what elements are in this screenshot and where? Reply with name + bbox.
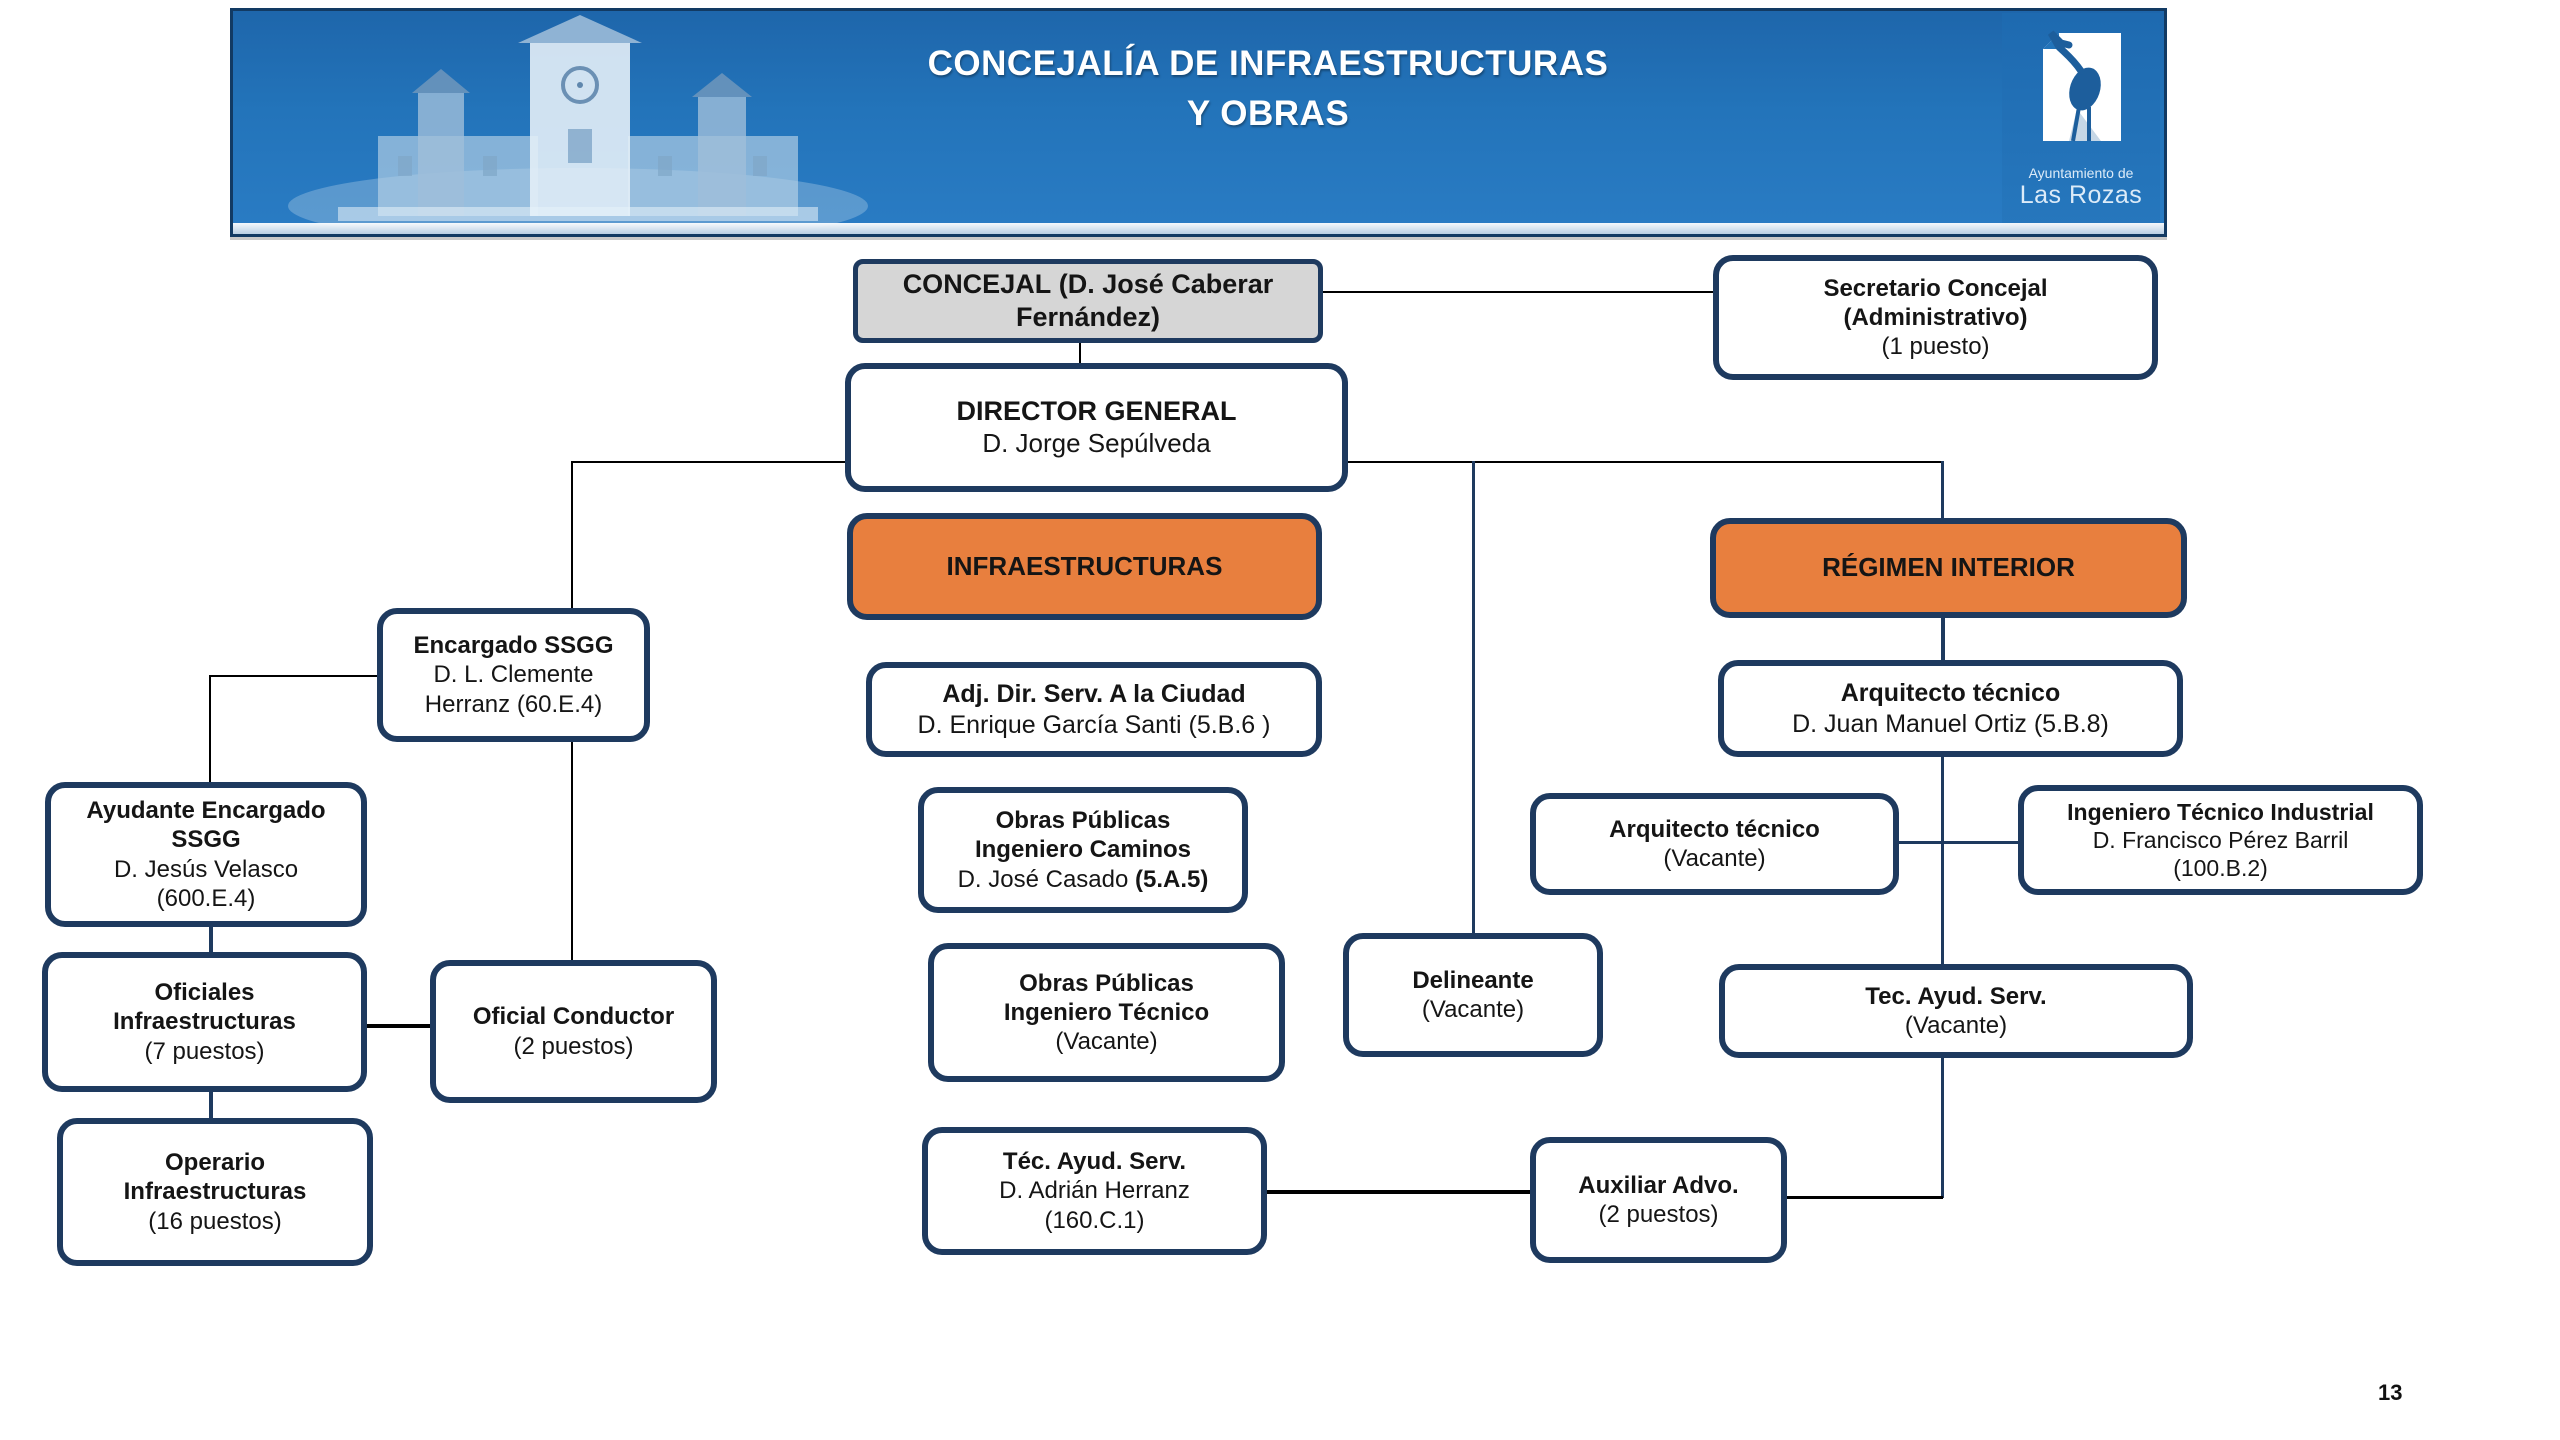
- banner-bottom-strip: [233, 223, 2164, 234]
- org-box-operario-infraestructuras: Operario Infraestructuras (16 puestos): [57, 1118, 373, 1266]
- connector-regimen-stub: [1941, 461, 1944, 518]
- connector-director-left: [571, 461, 845, 463]
- org-box-ingeniero-tecnico-industrial: Ingeniero Técnico Industrial D. Francisc…: [2018, 785, 2423, 895]
- box-text: D. José Casado (5.A.5): [957, 865, 1209, 893]
- connector-concejal-director: [1079, 343, 1081, 363]
- org-box-obras-publicas-caminos: Obras Públicas Ingeniero Caminos D. José…: [918, 787, 1248, 913]
- org-box-adj-dir-serv-ciudad: Adj. Dir. Serv. A la Ciudad D. Enrique G…: [866, 662, 1322, 757]
- org-box-tec-ayud-serv-herranz: Téc. Ayud. Serv. D. Adrián Herranz (160.…: [922, 1127, 1267, 1255]
- box-text: CONCEJAL (D. José Caberar Fernández): [902, 269, 1274, 332]
- connector-encargado-branch-h: [209, 675, 377, 677]
- org-box-ayudante-encargado-ssgg: Ayudante Encargado SSGG D. Jesús Velasco…: [45, 782, 367, 927]
- logo-caption: Ayuntamiento de Las Rozas: [2019, 165, 2143, 210]
- page-number: 13: [2378, 1380, 2403, 1405]
- org-box-auxiliar-advo: Auxiliar Advo. (2 puestos): [1530, 1137, 1787, 1263]
- connector-arquitecto-ingeniero: [1899, 841, 2018, 844]
- connector-herranz-auxiliar: [1267, 1190, 1530, 1194]
- connector-delineante-drop: [1472, 461, 1475, 933]
- org-box-oficiales-infraestructuras: Oficiales Infraestructuras (7 puestos): [42, 952, 367, 1092]
- org-box-concejal: CONCEJAL (D. José Caberar Fernández): [853, 259, 1323, 343]
- org-box-regimen-interior: RÉGIMEN INTERIOR: [1710, 518, 2187, 618]
- connector-oficiales-operario: [209, 1092, 213, 1118]
- connector-concejal-secretario: [1323, 291, 1713, 293]
- org-box-obras-publicas-tecnico: Obras Públicas Ingeniero Técnico (Vacant…: [928, 943, 1285, 1082]
- header-banner: CONCEJALÍA DE INFRAESTRUCTURAS Y OBRAS A…: [230, 8, 2167, 237]
- connector-regimen-ortiz: [1941, 618, 1945, 662]
- connector-ayudante-oficiales: [209, 927, 213, 952]
- org-box-delineante: Delineante (Vacante): [1343, 933, 1603, 1057]
- las-rozas-logo: Ayuntamiento de Las Rozas: [2002, 13, 2160, 225]
- org-box-tec-ayud-serv-vacante: Tec. Ayud. Serv. (Vacante): [1719, 964, 2193, 1058]
- townhall-image: [288, 15, 868, 234]
- org-box-infraestructuras: INFRAESTRUCTURAS: [847, 513, 1322, 620]
- org-box-arquitecto-tecnico-ortiz: Arquitecto técnico D. Juan Manuel Ortiz …: [1718, 660, 2183, 757]
- org-box-encargado-ssgg: Encargado SSGG D. L. Clemente Herranz (6…: [377, 608, 650, 742]
- org-box-secretario-concejal: Secretario Concejal (Administrativo) (1 …: [1713, 255, 2158, 380]
- stork-emblem-icon: [2043, 30, 2121, 142]
- org-box-director-general: DIRECTOR GENERAL D. Jorge Sepúlveda: [845, 363, 1348, 492]
- connector-auxiliar-spine: [1787, 1196, 1943, 1199]
- connector-oficiales-conductor: [367, 1024, 430, 1028]
- org-box-arquitecto-tecnico-vacante: Arquitecto técnico (Vacante): [1530, 793, 1899, 895]
- org-box-oficial-conductor: Oficial Conductor (2 puestos): [430, 960, 717, 1103]
- page-title: CONCEJALÍA DE INFRAESTRUCTURAS Y OBRAS: [927, 44, 1609, 133]
- connector-encargado-branch-v: [209, 675, 211, 782]
- connector-director-right: [1348, 461, 1943, 463]
